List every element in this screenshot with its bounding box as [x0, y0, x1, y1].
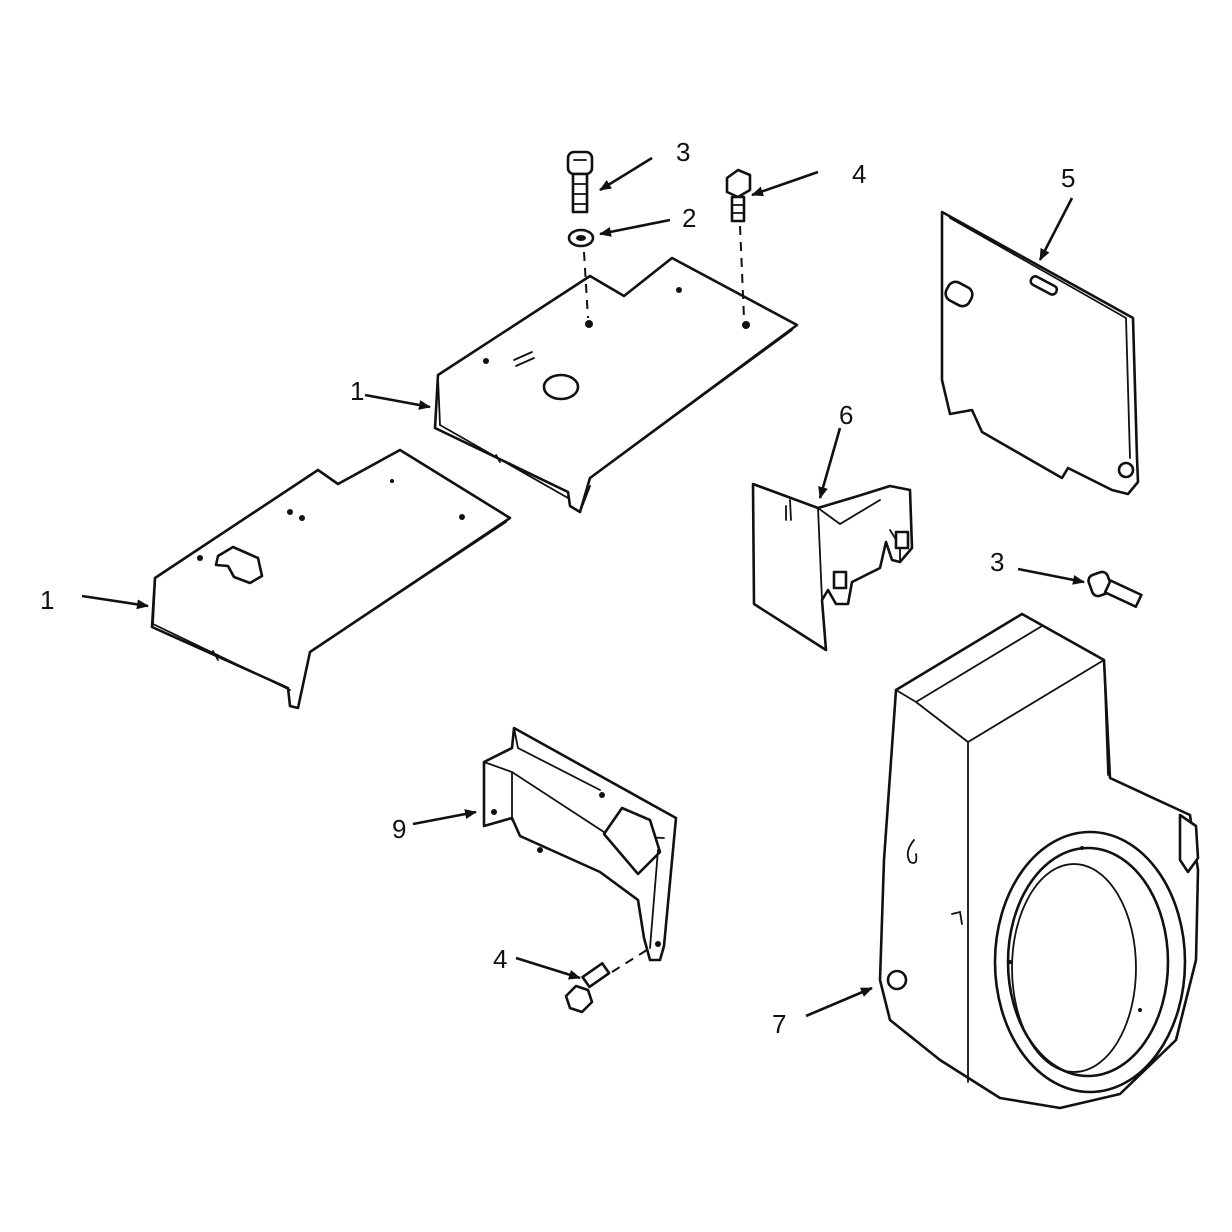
part-1-lower-baffle	[150, 448, 512, 710]
callout-4-top: 4	[852, 159, 866, 189]
callout-5: 5	[1061, 163, 1075, 193]
callout-9: 9	[392, 814, 406, 844]
callout-4-bottom: 4	[493, 944, 507, 974]
part-6-air-guide	[751, 482, 914, 652]
callout-6: 6	[839, 400, 853, 430]
leader-arrows	[81, 156, 1085, 1018]
screw-3-top	[566, 150, 594, 214]
callout-3-right: 3	[990, 547, 1004, 577]
washer-2	[567, 228, 595, 248]
callout-1-lower: 1	[40, 585, 54, 615]
bolt-4-bottom-axis-line	[611, 947, 651, 973]
part-9-bracket	[482, 726, 678, 962]
part-1-upper-baffle	[433, 256, 799, 514]
bolt-4-bottom	[564, 962, 611, 1014]
callout-2: 2	[682, 203, 696, 233]
screw-3-right	[1087, 570, 1143, 609]
part-7-blower-housing	[878, 612, 1200, 1110]
bolt-4-top	[725, 168, 752, 223]
callout-7: 7	[772, 1009, 786, 1039]
part-5-cover-plate	[940, 210, 1140, 496]
screw-3-axis-line	[583, 251, 589, 319]
callout-3-top: 3	[676, 137, 690, 167]
callout-1-upper: 1	[350, 376, 364, 406]
